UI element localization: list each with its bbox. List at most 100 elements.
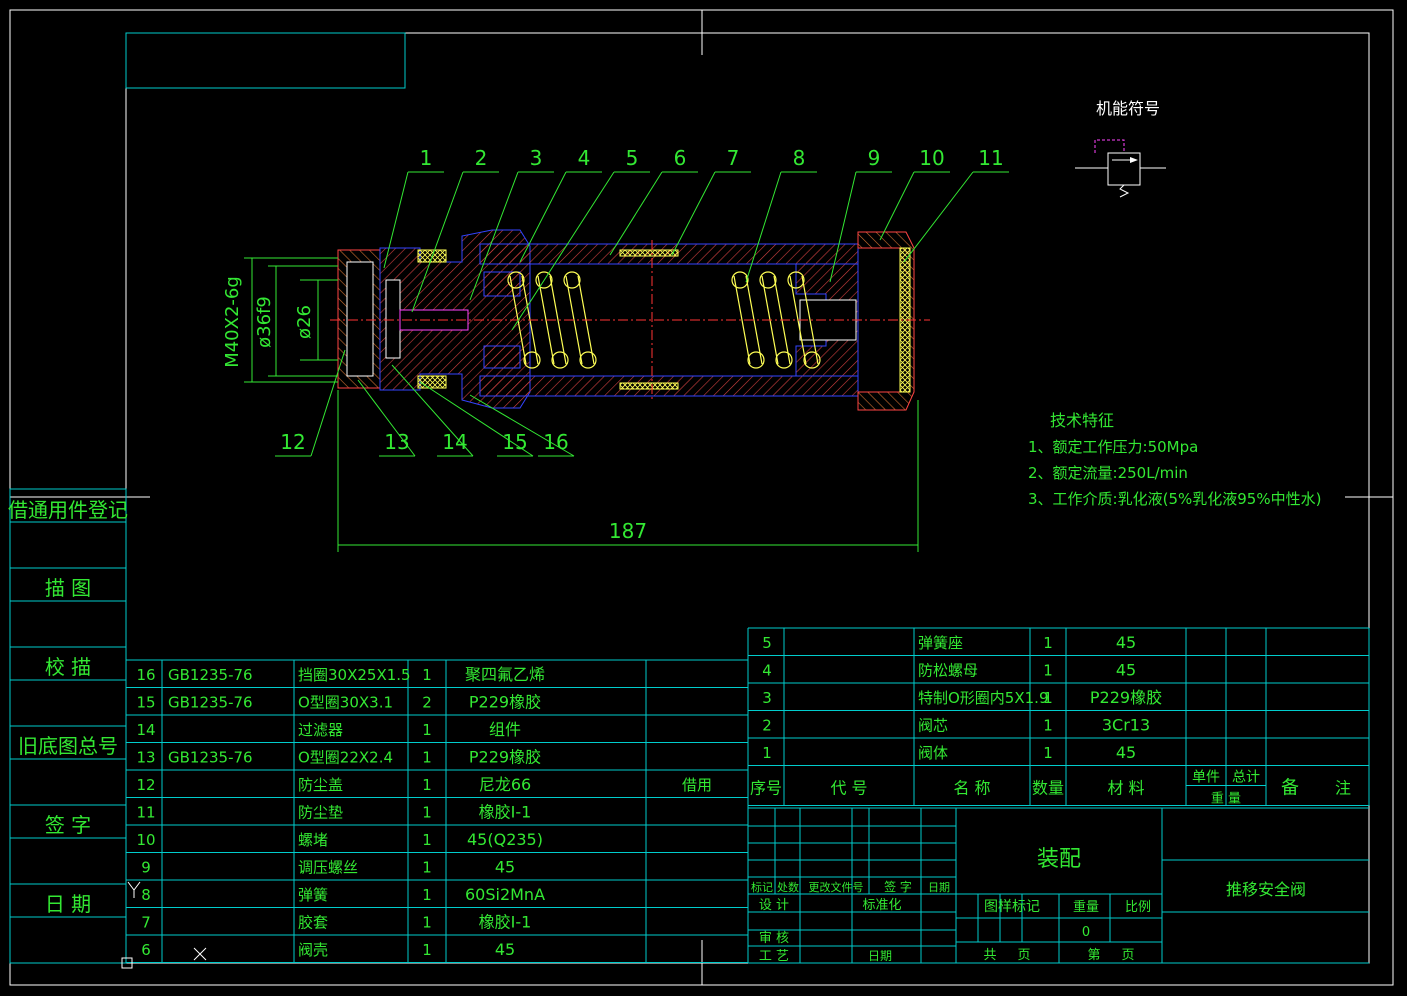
bom-no: 3 (762, 689, 772, 707)
bom-header-unit: 单件 (1192, 770, 1220, 786)
dim-length: 187 (609, 519, 647, 543)
tech-item: 2、额定流量:250L/min (1028, 464, 1188, 482)
dim-outer-diameter: ø36f9 (254, 296, 275, 348)
callout-leaders (275, 171, 1009, 457)
bom-header-code: 代 号 (830, 779, 867, 798)
bom-qty: 1 (422, 886, 432, 904)
bom-no: 7 (141, 914, 151, 932)
bom-no: 11 (136, 804, 155, 822)
strip-label: 旧底图总号 (18, 734, 118, 758)
bom-no: 10 (136, 831, 155, 849)
bom-material: 尼龙66 (479, 775, 531, 794)
bom-note: 借用 (682, 776, 712, 794)
bom-material: 60Si2MnA (465, 885, 545, 904)
title-total: 共 (983, 948, 996, 963)
spring-coil (535, 271, 553, 289)
bom-no: 6 (141, 941, 151, 959)
bom-name: 防松螺母 (918, 662, 978, 680)
bom-name: 阀壳 (298, 941, 328, 959)
bom-qty: 1 (422, 831, 432, 849)
bom-qty: 1 (1043, 689, 1053, 707)
bom-qty: 1 (422, 776, 432, 794)
bom-material: 45(Q235) (467, 830, 543, 849)
title-process: 工 艺 (759, 949, 789, 964)
bom-material: 45 (495, 940, 515, 959)
bom-header-total: 总计 (1232, 770, 1260, 786)
title-page-no: 第 (1087, 948, 1100, 963)
bom-no: 4 (762, 662, 772, 680)
bom-header-weight: 重 量 (1211, 791, 1241, 807)
symbol-title: 机能符号 (1096, 99, 1160, 118)
bom-qty: 1 (1043, 634, 1053, 652)
bom-no: 5 (762, 634, 772, 652)
callout-12: 12 (280, 430, 305, 454)
title-sign: 签 字 (884, 879, 912, 894)
bom-no: 9 (141, 859, 151, 877)
bom-qty: 1 (1043, 744, 1053, 762)
title-mark: 标记 (751, 880, 773, 894)
strip-label: 日 期 (45, 892, 91, 916)
callout-13: 13 (384, 430, 409, 454)
callout-3: 3 (530, 146, 543, 170)
bom-code: GB1235-76 (168, 694, 253, 712)
bom-no: 2 (762, 717, 772, 735)
bom-material: P229橡胶 (1090, 688, 1162, 707)
bom-material: 组件 (489, 720, 521, 739)
corner-box (125, 32, 406, 89)
bom-name: 挡圈30X25X1.5 (298, 666, 411, 684)
spring-coil (747, 351, 765, 369)
strip-label: 描 图 (45, 576, 91, 600)
title-date2: 日期 (868, 949, 892, 963)
callout-5: 5 (626, 146, 639, 170)
ucs-y-axis (127, 881, 141, 898)
bom-material: P229橡胶 (469, 748, 541, 767)
bom-name: 过滤器 (298, 721, 343, 739)
tech-title: 技术特征 (1050, 411, 1114, 430)
bom-code: GB1235-76 (168, 749, 253, 767)
bom-no: 15 (136, 694, 155, 712)
bom-qty: 1 (422, 914, 432, 932)
bom-qty: 1 (422, 804, 432, 822)
callout-15: 15 (502, 430, 527, 454)
bom-no: 14 (136, 721, 155, 739)
bom-qty: 1 (1043, 717, 1053, 735)
bom-material: 45 (1116, 633, 1136, 652)
callout-1: 1 (420, 146, 433, 170)
bom-qty: 1 (422, 666, 432, 684)
dim-thread: M40X2-6g (222, 276, 243, 368)
title-scale: 比例 (1125, 900, 1151, 915)
strip-label: 借通用件登记 (8, 498, 128, 522)
title-assembly: 装配 (1037, 847, 1081, 872)
bom-material: P229橡胶 (469, 693, 541, 712)
spring-coil (759, 271, 777, 289)
bom-material: 聚四氟乙烯 (465, 665, 545, 684)
callout-6: 6 (674, 146, 687, 170)
bom-name: 弹簧 (298, 886, 328, 904)
bom-material: 45 (1116, 661, 1136, 680)
bom-name: 防尘垫 (298, 804, 343, 822)
tech-item: 3、工作介质:乳化液(5%乳化液95%中性水) (1028, 490, 1321, 508)
bom-header-qty: 数量 (1032, 779, 1064, 798)
bom-material: 3Cr13 (1102, 716, 1150, 735)
bom-name: 特制O形圈内5X1.9 (918, 689, 1048, 707)
spring-coil (551, 351, 569, 369)
bom-header-remark: 备 (1281, 778, 1299, 799)
title-review: 审 核 (759, 931, 789, 946)
callout-11: 11 (978, 146, 1003, 170)
bom-code: GB1235-76 (168, 666, 253, 684)
bom-name: 阀芯 (918, 717, 948, 735)
tech-item: 1、额定工作压力:50Mpa (1028, 438, 1198, 456)
bom-material: 橡胶I-1 (479, 803, 532, 822)
title-change-doc: 更改文件号 (809, 880, 864, 894)
callout-8: 8 (793, 146, 806, 170)
bom-material: 45 (495, 858, 515, 877)
bom-qty: 1 (1043, 662, 1053, 680)
bom-no: 16 (136, 666, 155, 684)
bom-no: 1 (762, 744, 772, 762)
title-pages: 页 (1017, 948, 1030, 963)
bom-table-left (125, 659, 749, 963)
bom-no: 12 (136, 776, 155, 794)
callout-7: 7 (727, 146, 740, 170)
